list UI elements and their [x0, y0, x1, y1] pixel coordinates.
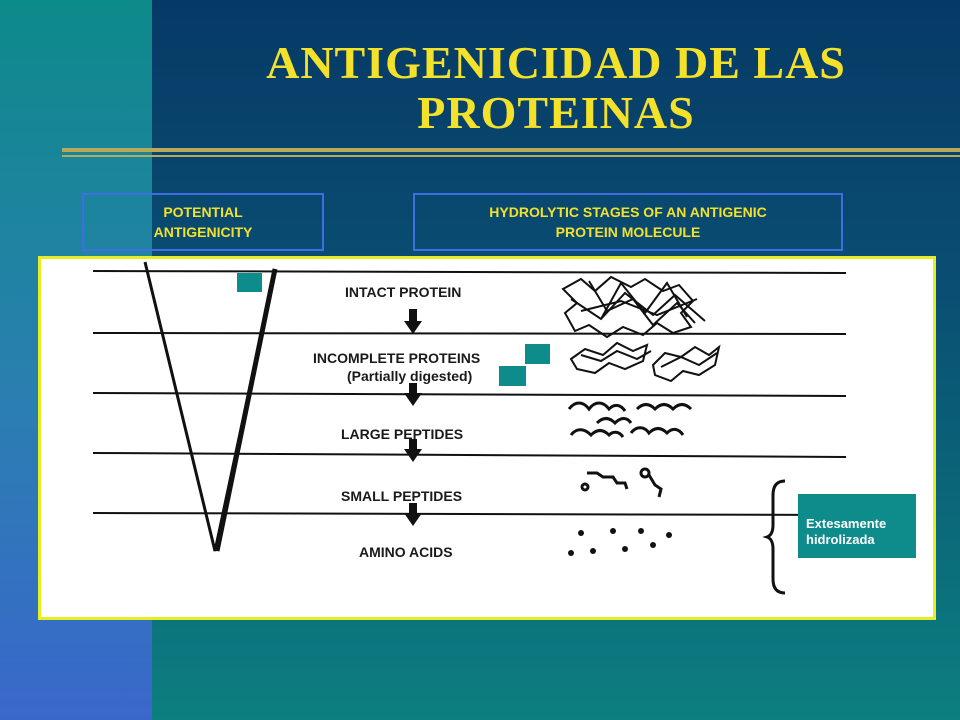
box-right-line-1: HYDROLYTIC STAGES OF AN ANTIGENIC: [489, 204, 767, 220]
slide-title: ANTIGENICIDAD DE LAS PROTEINAS: [152, 38, 960, 138]
stage-line: [92, 270, 847, 274]
teal-marker: [237, 273, 262, 292]
down-arrow: [404, 309, 422, 334]
diagram-panel: INTACT PROTEIN INCOMPLETE PROTEINS (Part…: [38, 256, 936, 620]
stage-line: [92, 332, 847, 335]
brace: [762, 479, 786, 595]
teal-marker: [499, 366, 526, 386]
stage-lines: [92, 270, 847, 516]
stage-label: AMINO ACIDS: [359, 544, 453, 560]
box-left-line-2: ANTIGENICITY: [153, 224, 253, 240]
stage-label: INCOMPLETE PROTEINS: [313, 350, 480, 366]
title-line-2: PROTEINAS: [417, 87, 695, 138]
small-peptides-graphic: [580, 467, 663, 498]
stage-label: SMALL PEPTIDES: [341, 488, 462, 504]
stage-line: [92, 392, 847, 397]
down-arrow: [404, 439, 422, 462]
stage-sublabel: (Partially digested): [347, 368, 472, 384]
teal-marker: [525, 344, 550, 364]
amino-acids-graphic: [568, 528, 672, 556]
hydrolysis-diagram: INTACT PROTEIN INCOMPLETE PROTEINS (Part…: [92, 261, 847, 595]
large-peptides-graphic: [567, 401, 693, 438]
down-arrow: [404, 383, 422, 406]
tag-line-2: hidrolizada: [806, 532, 875, 547]
stage-label: INTACT PROTEIN: [345, 284, 461, 300]
incomplete-protein-graphic: [569, 341, 721, 383]
stage-label: LARGE PEPTIDES: [341, 426, 463, 442]
hydrolyzed-tag-label: Extesamente hidrolizada: [806, 516, 916, 548]
down-arrow: [404, 503, 422, 526]
box-right-line-2: PROTEIN MOLECULE: [555, 224, 701, 240]
title-line-1: ANTIGENICIDAD DE LAS: [266, 37, 846, 88]
stage-line: [92, 452, 847, 458]
arrows: [404, 309, 422, 526]
potential-antigenicity-box: POTENTIAL ANTIGENICITY: [82, 193, 324, 251]
antigenicity-triangle: [143, 261, 277, 552]
intact-protein-graphic: [561, 275, 706, 339]
title-rule-thin: [62, 155, 960, 157]
title-rule-thick: [62, 148, 960, 152]
box-left-line-1: POTENTIAL: [163, 204, 243, 220]
tag-line-1: Extesamente: [806, 516, 887, 531]
hydrolyzed-tag: [798, 494, 916, 558]
hydrolytic-stages-box: HYDROLYTIC STAGES OF AN ANTIGENIC PROTEI…: [413, 193, 843, 251]
stage-line: [92, 512, 847, 516]
